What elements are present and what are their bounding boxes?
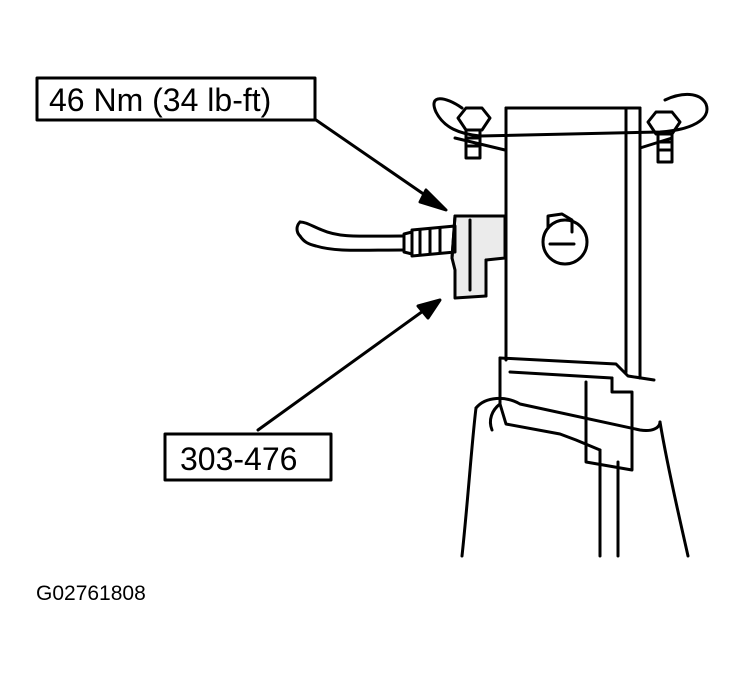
torque-leader-line: [314, 118, 448, 212]
left-bolt: [456, 106, 492, 160]
main-column: [504, 106, 642, 380]
tool-callout-box: [163, 432, 333, 482]
torque-spec-label: 46 Nm (34 lb-ft): [49, 82, 271, 118]
sensor-housing: [450, 214, 507, 300]
figure-id-label: G02761808: [36, 582, 146, 605]
tool-leader-line: [256, 298, 442, 432]
tool-number-label: 303-476: [180, 441, 297, 477]
column-stud: [541, 212, 589, 266]
wire-connector: [402, 224, 457, 258]
torque-callout-box: [35, 76, 317, 122]
base-body: [460, 356, 690, 558]
right-bolt: [646, 110, 682, 164]
wiring-harness: [295, 220, 406, 252]
